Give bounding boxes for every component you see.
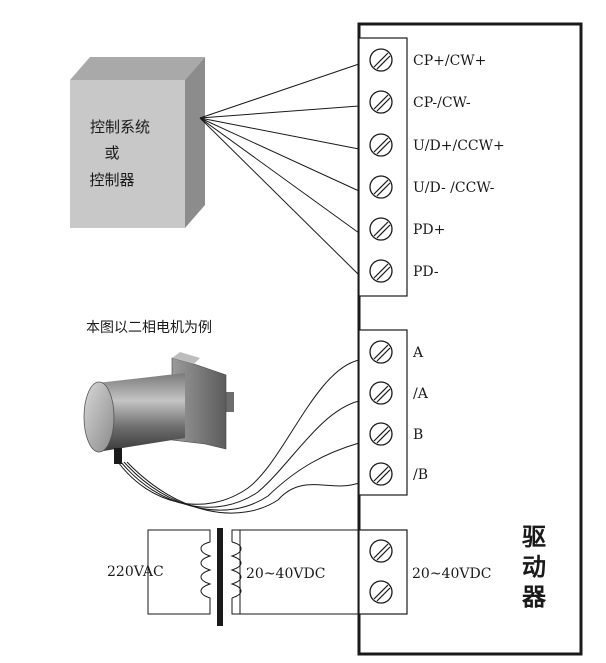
control-terminal-screw-0: [369, 48, 393, 72]
control-terminal-screw-5: [369, 259, 393, 283]
control-wire-4: [199, 117, 360, 234]
transformer-output-label: 20~40VDC: [246, 566, 325, 582]
controller-box-top: [70, 57, 205, 80]
control-terminal-label-5: PD-: [413, 264, 439, 280]
controller-box-side: [185, 57, 205, 228]
motor-end-cap: [83, 381, 115, 453]
control-wires: [199, 63, 360, 276]
controller-label-line2: 或: [104, 144, 119, 162]
motor-terminal-list: A/A B/B: [369, 340, 429, 486]
control-terminal-screw-3: [369, 175, 393, 199]
control-terminal-screw-2: [369, 133, 393, 157]
transformer: 220VAC 20~40VDC: [107, 528, 359, 626]
motor-flange-top: [172, 352, 200, 364]
motor-body: [97, 373, 185, 452]
motor-terminal-screw-3: [369, 462, 393, 486]
motor-wires: [117, 359, 360, 514]
stepper-motor: [83, 352, 234, 464]
controller-box-front: [70, 80, 185, 228]
motor-terminal-label-0: A: [412, 345, 424, 361]
controller-label-line3: 控制器: [89, 171, 134, 189]
motor-wire-3: [126, 461, 360, 514]
driver-title-char-1: 驱: [522, 523, 546, 551]
driver-title-char-3: 器: [521, 583, 547, 611]
power-terminal-screw-0: [369, 539, 393, 563]
control-wire-5: [199, 117, 360, 276]
control-terminal-label-1: CP-/CW-: [413, 95, 471, 111]
motor-note: 本图以二相电机为例: [86, 320, 212, 336]
transformer-primary-coil: [147, 529, 212, 615]
control-terminal-list: CP+/CW+ CP-/CW- U/D+/CCW+ U/D- /CCW- PD+ PD-: [369, 48, 505, 283]
controller-label-line1: 控制系统: [90, 118, 150, 136]
control-wire-3: [199, 117, 360, 192]
controller-box: 控制系统 或 控制器: [70, 57, 205, 228]
power-wire-positive: [231, 529, 359, 542]
control-terminal-label-3: U/D- /CCW-: [413, 180, 495, 196]
motor-terminal-screw-1: [369, 381, 393, 405]
control-terminal-label-4: PD+: [413, 222, 445, 238]
power-terminal-label: 20~40VDC: [412, 566, 491, 582]
control-terminal-screw-1: [369, 90, 393, 114]
power-terminal-list: [369, 539, 393, 604]
control-terminal-block: CP+/CW+ CP-/CW- U/D+/CCW+ U/D- /CCW- PD+ PD-: [358, 37, 505, 297]
motor-terminal-block: A/A B/B: [358, 329, 429, 496]
motor-terminal-screw-0: [369, 340, 393, 364]
control-terminal-screw-4: [369, 217, 393, 241]
control-terminal-label-2: U/D+/CCW+: [413, 138, 505, 154]
driver-title-char-2: 动: [522, 553, 546, 581]
power-terminal-block: 20~40VDC: [358, 529, 491, 615]
control-terminal-label-0: CP+/CW+: [413, 53, 486, 69]
motor-wire-0: [117, 359, 360, 505]
power-wire-negative: [231, 598, 359, 615]
motor-cable-gland: [114, 448, 122, 464]
control-wire-2: [199, 117, 360, 150]
motor-terminal-label-2: B: [413, 427, 423, 443]
transformer-secondary-coil: [230, 541, 242, 599]
control-wire-0: [199, 63, 360, 119]
control-terminal-block-frame: [358, 37, 408, 297]
power-terminal-screw-1: [369, 580, 393, 604]
motor-wire-2: [123, 442, 360, 511]
motor-terminal-label-1: /A: [413, 386, 429, 402]
motor-wire-1: [120, 400, 360, 508]
motor-terminal-screw-2: [369, 422, 393, 446]
motor-terminal-label-3: /B: [413, 467, 428, 483]
transformer-core: [217, 528, 223, 626]
transformer-input-label: 220VAC: [107, 564, 164, 580]
control-wire-1: [199, 105, 360, 119]
